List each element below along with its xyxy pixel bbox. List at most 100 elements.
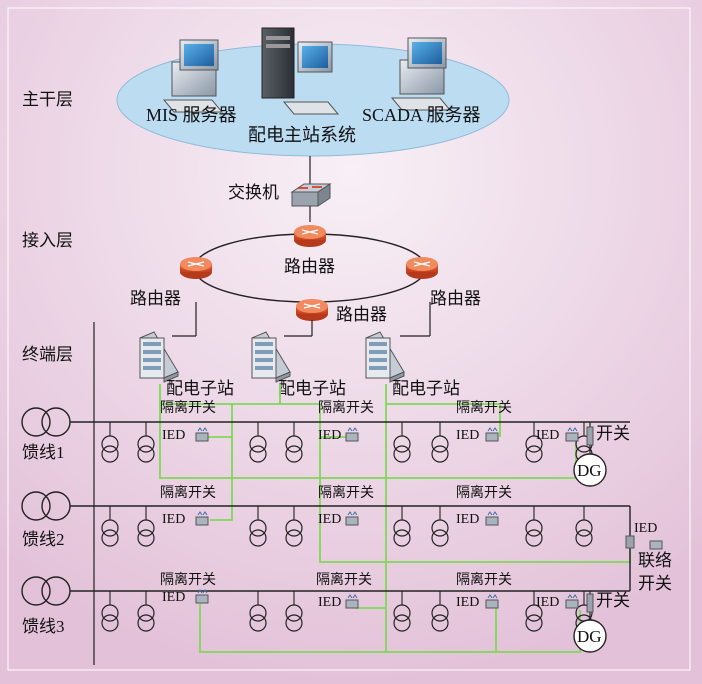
switch-label: 开关 — [596, 591, 630, 610]
ied-icon — [195, 516, 209, 526]
isolator-switch-label: 隔离开关 — [456, 571, 512, 588]
isolator-switch-label: 隔离开关 — [160, 484, 216, 501]
feeder-label: 馈线3 — [22, 617, 65, 636]
ied-label: IED — [318, 512, 341, 527]
master-station-tower-icon — [261, 27, 340, 115]
layer-terminal-label: 终端层 — [22, 345, 73, 364]
ied-label: IED — [162, 590, 185, 605]
mis-server-label: MIS 服务器 — [146, 105, 237, 125]
ied-label: IED — [318, 428, 341, 443]
ied-icon — [649, 540, 663, 550]
feeder-label: 馈线1 — [22, 443, 65, 462]
ied-label: IED — [536, 428, 559, 443]
ied-icon — [345, 432, 359, 442]
isolator-switch-label: 隔离开关 — [456, 484, 512, 501]
ied-icon — [565, 599, 579, 609]
transformer-icon — [285, 435, 303, 453]
transformer-icon — [101, 519, 119, 537]
transformer-icon — [393, 519, 411, 537]
ied-label: IED — [456, 595, 479, 610]
ied-icon — [485, 516, 499, 526]
isolator-switch-label: 隔离开关 — [316, 571, 372, 588]
transformer-icon — [101, 435, 119, 453]
transformer-icon — [285, 604, 303, 622]
isolator-switch-label: 隔离开关 — [160, 399, 216, 416]
router-icon-left — [180, 257, 212, 279]
tie-ied-label: IED — [634, 521, 657, 536]
tie-switch-label-2: 开关 — [638, 574, 672, 593]
feeder-3: 馈线3 — [21, 576, 630, 636]
substation-server-icon — [365, 331, 405, 383]
router-label-top: 路由器 — [284, 257, 335, 276]
transformer-icon — [393, 435, 411, 453]
isolator-switch-label: 隔离开关 — [160, 571, 216, 588]
transformer-icon — [431, 604, 449, 622]
substation-server-icon — [139, 331, 179, 383]
transformer-icon — [525, 435, 543, 453]
transformer-icon — [525, 604, 543, 622]
transformer-icon — [525, 519, 543, 537]
router-icon-right — [406, 257, 438, 279]
feeder-1: 馈线1 — [21, 407, 630, 463]
isolator-switch-label: 隔离开关 — [456, 399, 512, 416]
transformer-icon — [431, 519, 449, 537]
substation-server-icon — [251, 331, 291, 383]
router-icon-top — [294, 225, 326, 247]
isolator-switch-device: IED 隔离开关 — [456, 571, 512, 610]
transformer-icon — [575, 519, 593, 537]
feeder-label: 馈线2 — [22, 530, 65, 549]
layer-access-label: 接入层 — [22, 231, 73, 250]
isolator-switch-device: IED 隔离开关 — [160, 571, 216, 605]
router-icon-bottom — [296, 299, 328, 321]
scada-server-computer-icon — [390, 37, 452, 111]
switch-icon — [290, 183, 332, 207]
mis-server-computer-icon — [162, 39, 224, 113]
source-transformer-icon — [21, 576, 51, 606]
transformer-icon — [249, 519, 267, 537]
source-transformer-icon — [21, 491, 51, 521]
dg-icon — [573, 453, 607, 487]
isolator-switch-device: IED 隔离开关 — [456, 484, 512, 527]
isolator-switch-device: IED — [536, 594, 579, 610]
isolator-switch-label: 隔离开关 — [318, 484, 374, 501]
dg-label: DG — [577, 461, 602, 480]
switch-icon — [586, 593, 594, 613]
transformer-icon — [249, 435, 267, 453]
ied-label: IED — [456, 512, 479, 527]
transformer-icon — [137, 604, 155, 622]
router-label-left: 路由器 — [130, 289, 181, 308]
layer-backbone-label: 主干层 — [22, 90, 73, 109]
router-label-right: 路由器 — [430, 289, 481, 308]
dg-icon — [573, 619, 607, 653]
ied-label: IED — [162, 512, 185, 527]
ied-icon — [195, 432, 209, 442]
transformer-icon — [137, 435, 155, 453]
dg-label: DG — [577, 627, 602, 646]
isolator-switch-device: IED — [536, 427, 579, 443]
ied-icon — [485, 432, 499, 442]
frame — [7, 7, 691, 671]
switch-icon — [586, 426, 594, 446]
switch-label: 交换机 — [228, 183, 279, 202]
transformer-icon — [137, 519, 155, 537]
substation-label: 配电子站 — [166, 379, 234, 398]
ied-icon — [345, 516, 359, 526]
isolator-switch-label: 隔离开关 — [318, 399, 374, 416]
scada-server-label: SCADA 服务器 — [362, 105, 481, 125]
transformer-icon — [285, 519, 303, 537]
ied-icon — [195, 594, 209, 604]
substation-label: 配电子站 — [278, 379, 346, 398]
transformer-icon — [393, 604, 411, 622]
switch-label: 开关 — [596, 424, 630, 443]
tie-switch-icon — [625, 535, 635, 549]
dg-unit: 开关 DG — [573, 591, 630, 653]
transformer-icon — [101, 604, 119, 622]
dg-unit: 开关 DG — [573, 422, 630, 487]
tie-switch-label-1: 联络 — [638, 551, 672, 570]
source-transformer-icon — [21, 407, 51, 437]
isolator-switch-device: IED 隔离开关 — [160, 484, 216, 527]
ied-label: IED — [456, 428, 479, 443]
